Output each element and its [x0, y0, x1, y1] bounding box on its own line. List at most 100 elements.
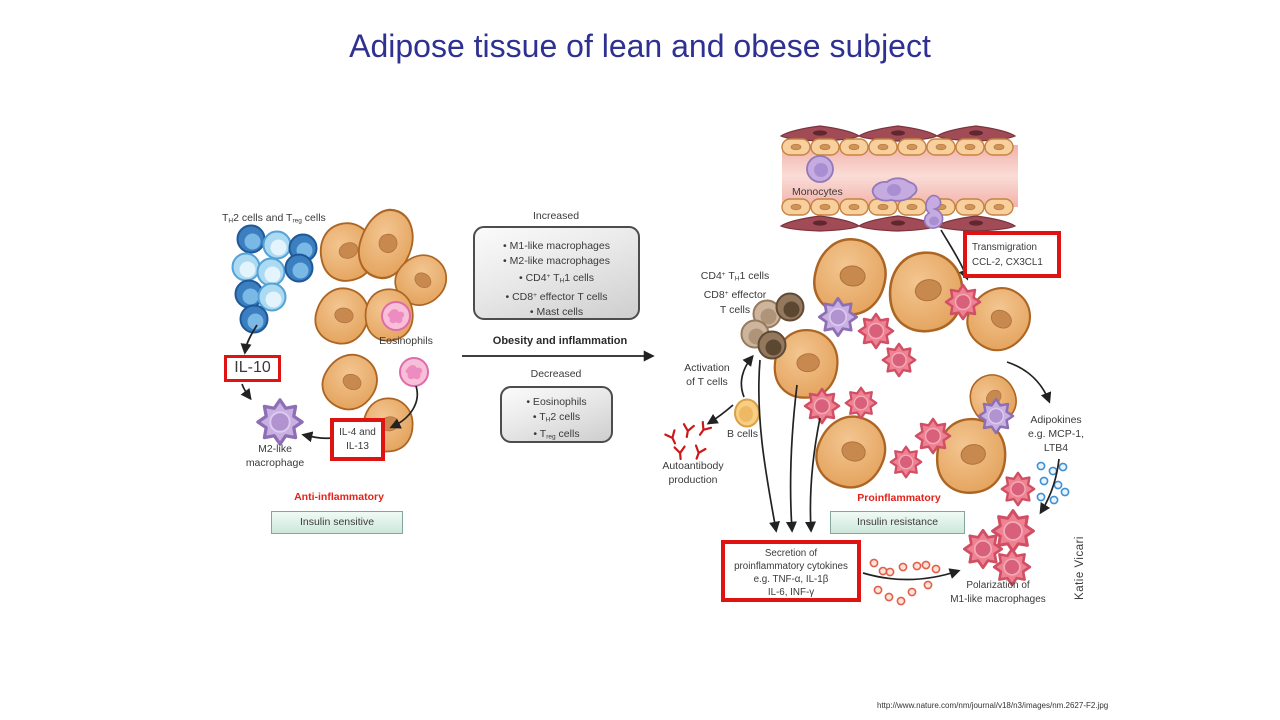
cytokine-molecules: [869, 558, 941, 606]
cd8-effector-line: CD8+ effector: [703, 289, 767, 302]
decreased-item: • TH2 cells: [532, 411, 581, 424]
adipokines-label: Adipokines e.g. MCP-1, LTB4: [1014, 413, 1098, 455]
insulin-resistance-label: Insulin resistance: [856, 516, 939, 528]
transmigration-label: Transmigration: [972, 242, 1037, 253]
m1-macrophage-cell: [859, 314, 893, 348]
increased-item: • Mast cells: [529, 306, 584, 319]
m2-label-line1: M2-like: [258, 443, 292, 455]
t-cell-blue: [263, 231, 291, 259]
adipokines-line3: LTB4: [1043, 442, 1069, 454]
arrow-il4-to-m2: [301, 431, 332, 443]
endothelial-cell: [984, 198, 1014, 216]
m1-macrophage-cell: [946, 285, 980, 319]
smooth-muscle-cell: [780, 215, 860, 232]
t-cell-blue: [257, 258, 285, 286]
il10-label: IL-10: [234, 359, 271, 376]
t-cell-blue: [232, 253, 260, 281]
activation-line1: Activation: [684, 362, 730, 374]
endothelial-cell: [810, 198, 840, 216]
antibody-icon: [664, 429, 681, 447]
monocyte-cell: [871, 177, 918, 202]
antibody-icon: [673, 445, 687, 461]
arrow-activation-of-t-cells: [740, 354, 754, 398]
endothelial-cell: [781, 138, 811, 156]
eosinophil-cell: [381, 301, 411, 331]
secretion-line2: proinflammatory cytokines: [734, 561, 848, 572]
polarization-label: Polarization of M1-like macrophages: [936, 579, 1060, 606]
autoantibody-line1: Autoantibody: [662, 460, 724, 472]
activation-line2: of T cells: [686, 376, 728, 388]
m2-macrophage-cell: [979, 399, 1013, 433]
th2-treg-cells-label: TH2 cells and Treg cells: [222, 212, 326, 225]
arrow-eosinophil-to-il4: [389, 385, 419, 429]
t-cell-blue: [237, 225, 265, 253]
m2-macrophage-label: M2-like macrophage: [235, 443, 315, 470]
m1-macrophage-cell: [1001, 472, 1035, 506]
endothelial-cell: [926, 138, 956, 156]
anti-inflammatory-label: Anti-inflammatory: [294, 491, 384, 503]
decreased-item: • Treg cells: [533, 428, 580, 441]
arrow-secretion-2: [785, 384, 798, 533]
transmigrating-monocyte-cell: [923, 194, 944, 229]
m1-macrophage-cell: [845, 387, 877, 419]
m1-macrophage-cell: [890, 446, 922, 478]
polarization-line2: M1-like macrophages: [950, 593, 1046, 605]
smooth-muscle-cell: [858, 125, 938, 142]
endothelial-cell: [810, 138, 840, 156]
monocytes-label: Monocytes: [792, 186, 843, 198]
m1-macrophage-cell: [805, 389, 839, 423]
secretion-annotation-box: Secretion of proinflammatory cytokines e…: [721, 540, 861, 602]
m2-macrophage-cell: [257, 399, 303, 445]
polarization-line1: Polarization of: [966, 580, 1030, 591]
endothelial-cell: [984, 138, 1014, 156]
increased-title: Increased: [532, 210, 580, 222]
source-url: http://www.nature.com/nm/journal/v18/n3/…: [877, 701, 1109, 710]
decreased-title: Decreased: [530, 368, 582, 380]
il13-label: IL-13: [346, 441, 369, 452]
insulin-sensitive-label: Insulin sensitive: [299, 516, 375, 528]
insulin-sensitive-box: Insulin sensitive: [271, 511, 403, 534]
adipokines-line1: Adipokines: [1030, 414, 1082, 426]
secretion-line4: IL-6, INF-γ: [767, 587, 815, 598]
arrow-secretion-3: [805, 417, 821, 533]
endothelial-cell: [897, 138, 927, 156]
endothelial-cell: [839, 138, 869, 156]
cd4-cd8-t-cells-label: CD4+ TH1 cells CD8+ effector T cells: [673, 267, 797, 318]
increased-item: • CD8+ effector T cells: [505, 291, 608, 304]
m2-macrophage-cell: [819, 298, 857, 336]
increased-item: • M1-like macrophages: [503, 240, 610, 252]
arrow-secretion-1: [757, 359, 780, 533]
monocyte-cell: [806, 155, 834, 183]
b-cells-label: B cells: [727, 428, 758, 440]
endothelial-cell: [897, 198, 927, 216]
increased-box: • M1-like macrophages • M2-like macropha…: [473, 226, 640, 320]
endothelial-cell: [781, 198, 811, 216]
il4-il13-annotation-box: IL-4 and IL-13: [330, 418, 385, 461]
arrow-adipokines-to-m1: [1039, 458, 1060, 515]
obesity-inflammation-label: Obesity and inflammation: [492, 335, 628, 347]
eosinophils-label: Eosinophils: [379, 335, 433, 347]
smooth-muscle-cell: [936, 215, 1016, 232]
il10-annotation-box: IL-10: [224, 355, 281, 382]
t-cell-blue: [258, 283, 286, 311]
arrow-adipocyte-to-adipokines: [1006, 361, 1052, 404]
ccl2-cx3cl1-label: CCL-2, CX3CL1: [972, 257, 1043, 268]
illustrator-credit: Katie Vicari: [1074, 536, 1086, 600]
cd4-th1-line: CD4+ TH1 cells: [700, 269, 770, 283]
secretion-line1: Secretion of: [764, 548, 818, 559]
m2-label-line2: macrophage: [245, 456, 305, 469]
m1-macrophage-cell: [992, 510, 1034, 552]
eosinophil-cell: [399, 357, 429, 387]
increased-item: • CD4+ TH1 cells: [518, 271, 595, 285]
m1-macrophage-cell: [882, 343, 916, 377]
antibody-icon: [680, 423, 695, 439]
adipocyte-cell: [310, 283, 374, 349]
insulin-resistance-box: Insulin resistance: [830, 511, 965, 534]
il4-label: IL-4 and: [339, 427, 376, 438]
blood-vessel-illustration: [780, 125, 1018, 232]
slide-title: Adipose tissue of lean and obese subject: [349, 28, 931, 64]
autoantibody-production-label: Autoantibody production: [652, 459, 734, 487]
proinflammatory-label: Proinflammatory: [857, 492, 941, 504]
